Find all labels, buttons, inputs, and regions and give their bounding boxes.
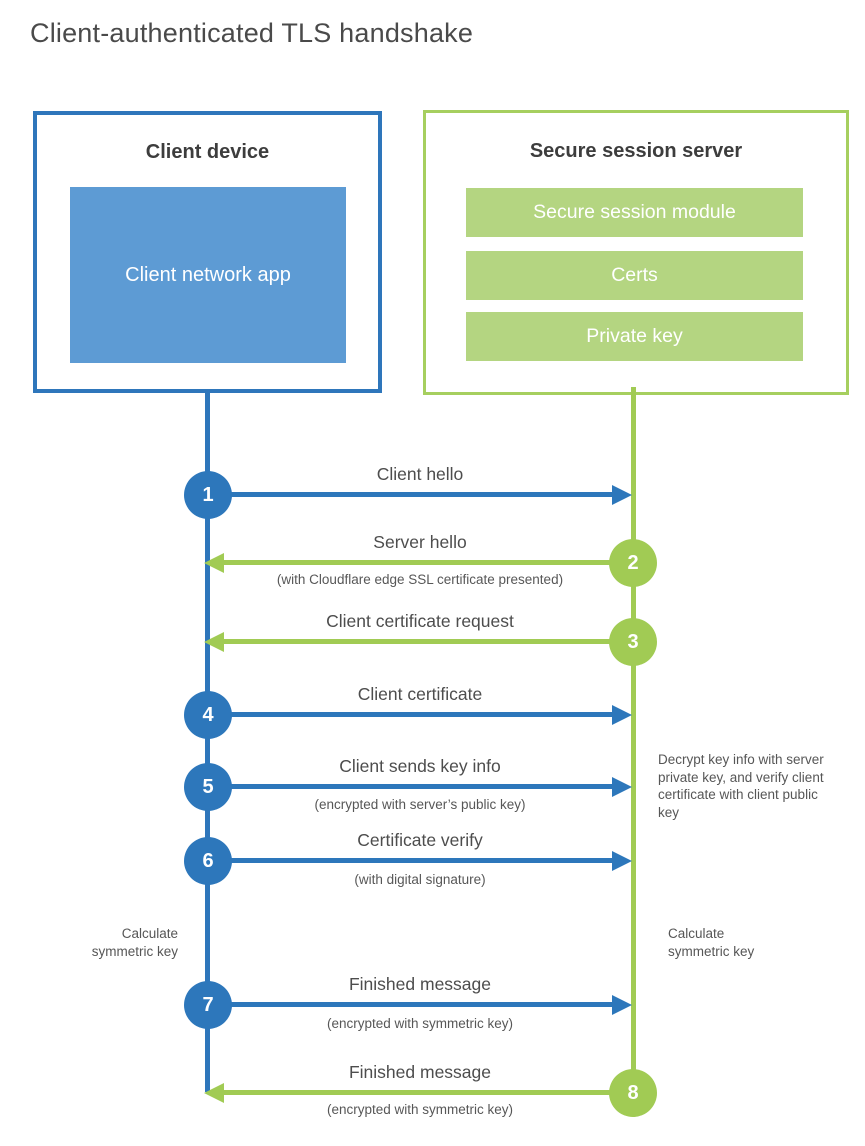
note-decrypt-key-info: Decrypt key info with server private key… [658,752,824,820]
step-5-badge: 5 [184,763,232,811]
step-8-badge: 8 [609,1069,657,1117]
step-2-sublabel: (with Cloudflare edge SSL certificate pr… [276,572,564,587]
step-5-arrowhead-icon [612,777,632,797]
step-1-badge: 1 [184,471,232,519]
step-2-label: Server hello [373,532,467,552]
step-8-arrowhead-icon [204,1083,224,1103]
step-4-arrow [230,712,614,717]
step-6-label: Certificate verify [357,830,483,850]
step-8-sublabel: (encrypted with symmetric key) [326,1102,514,1117]
step-3-badge: 3 [609,618,657,666]
client-network-app-box: Client network app [70,187,346,363]
step-4-arrowhead-icon [612,705,632,725]
step-6-arrow [230,858,614,863]
step-7-badge: 7 [184,981,232,1029]
step-6-badge: 6 [184,837,232,885]
step-7-arrowhead-icon [612,995,632,1015]
client-device-title: Client device [145,141,270,163]
page-title: Client-authenticated TLS handshake [30,18,474,48]
step-3-label: Client certificate request [326,611,514,631]
step-5-label: Client sends key info [339,756,501,776]
step-5-arrow [230,784,614,789]
step-2-arrowhead-icon [204,553,224,573]
step-5-sublabel: (encrypted with server’s public key) [314,797,526,812]
server-module-private-key: Private key [466,312,803,361]
step-1-arrow [230,492,614,497]
server-module-secure-session: Secure session module [466,188,803,237]
client-lifeline [205,389,210,1092]
step-4-badge: 4 [184,691,232,739]
step-1-label: Client hello [376,464,464,484]
step-6-sublabel: (with digital signature) [354,872,486,887]
server-lifeline [631,387,636,1095]
step-7-arrow [230,1002,614,1007]
step-4-label: Client certificate [357,684,483,704]
step-6-arrowhead-icon [612,851,632,871]
step-7-label: Finished message [348,974,492,994]
note-calculate-symmetric-key-client: Calculate symmetric key [91,926,178,959]
step-7-sublabel: (encrypted with symmetric key) [326,1016,514,1031]
secure-session-server-title: Secure session server [529,140,743,162]
step-8-label: Finished message [348,1062,492,1082]
note-calculate-symmetric-key-server: Calculate symmetric key [668,926,755,959]
step-2-badge: 2 [609,539,657,587]
step-3-arrow [224,639,610,644]
server-module-certs: Certs [466,251,803,300]
step-8-arrow [224,1090,610,1095]
step-3-arrowhead-icon [204,632,224,652]
step-2-arrow [224,560,610,565]
client-network-app-label: Client network app [125,264,291,286]
step-1-arrowhead-icon [612,485,632,505]
